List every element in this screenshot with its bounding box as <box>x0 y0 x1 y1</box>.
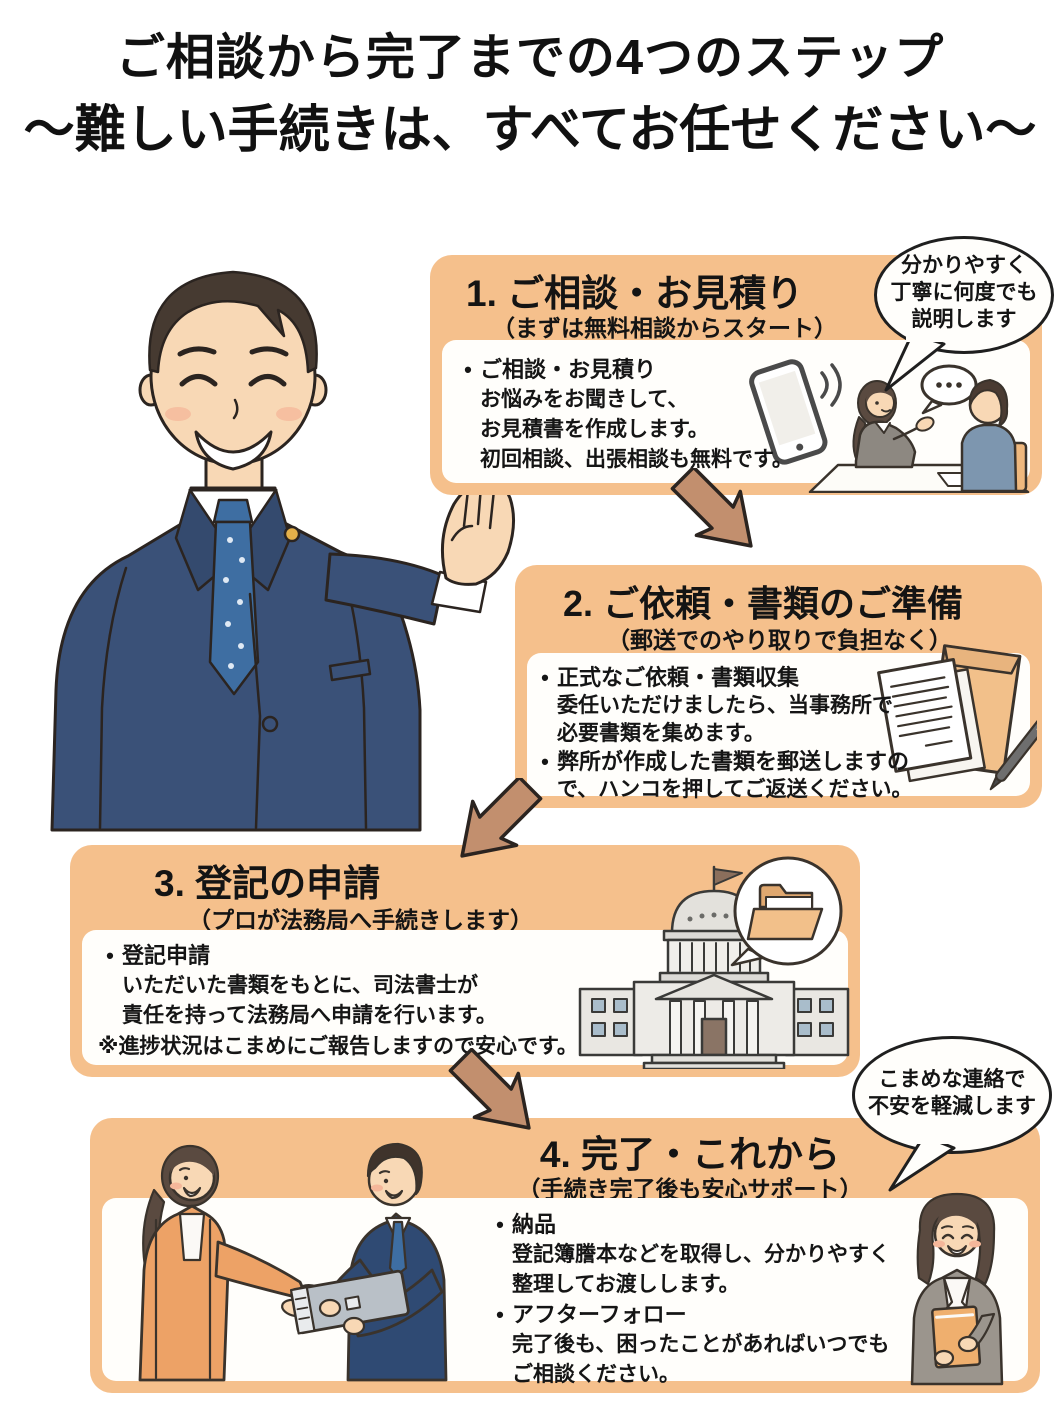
bullet-line: 初回相談、出張相談も無料です。 <box>480 448 793 471</box>
page-subtitle: ～難しい手続きは、すべてお任せください～ <box>23 101 1037 158</box>
folder-speech-bubble <box>730 856 843 967</box>
bullet-line: 必要書類を集めます。 <box>557 722 765 745</box>
bullet-line: お悩みをお聞きして、 <box>480 388 689 411</box>
step1-bubble-tail <box>884 332 946 392</box>
bubble-line: 分かりやすく <box>901 254 1027 277</box>
step4-subtitle: （手続き完了後も安心サポート） <box>517 1176 863 1202</box>
step2-bullets: •正式なご依頼・書類収集 委任いただけましたら、当事務所で 必要書類を集めます。… <box>533 664 913 804</box>
bullet-line: いただいた書類をもとに、司法書士が <box>122 974 478 997</box>
arrow-step3-to-step4 <box>448 1048 531 1130</box>
step1-speech-bubble: 分かりやすく 丁寧に何度でも 説明します <box>874 236 1054 354</box>
bullet-line: 登記簿謄本などを取得し、分かりやすく <box>512 1243 890 1266</box>
step4-title: 4. 完了・これから <box>539 1134 841 1175</box>
bullet-line: 責任を持って法務局へ申請を行います。 <box>122 1004 497 1027</box>
bullet-line: 完了後も、困ったことがあればいつでも <box>512 1333 890 1356</box>
phone-consultation-scene <box>749 359 1030 493</box>
bullet-icon: • <box>464 357 472 382</box>
step1-content-panel <box>442 340 1030 483</box>
bullet-head: •納品 <box>488 1210 890 1240</box>
step4-content-panel <box>102 1198 1028 1381</box>
step2-title: 2. ご依頼・書類のご準備 <box>563 583 964 624</box>
step2-box: 2. ご依頼・書類のご準備 （郵送でのやり取りで負担なく） •正式なご依頼・書類… <box>515 565 1042 808</box>
bullet-note: ※進捗状況はこまめにご報告しますので安心です。 <box>98 1035 578 1058</box>
step1-subtitle: （まずは無料相談からスタート） <box>492 315 837 341</box>
bullet-icon: • <box>496 1302 504 1327</box>
bubble-line: 不安を軽減します <box>868 1095 1036 1118</box>
staff-woman-holding-folder <box>910 1192 1004 1386</box>
bullet-head: •ご相談・お見積り <box>456 355 793 385</box>
bullet-icon: • <box>541 749 549 774</box>
bubble-line: こまめな連絡で <box>878 1068 1026 1091</box>
arrow-step1-to-step2 <box>670 468 753 548</box>
bullet-head: •弊所が作成した書類を郵送しますの <box>533 748 913 776</box>
law-bureau-building-illustration <box>578 865 850 1069</box>
bullet-icon: • <box>541 665 549 690</box>
bullet-head: •正式なご依頼・書類収集 <box>533 664 913 692</box>
bullet-line: ご相談ください。 <box>512 1363 680 1386</box>
step3-bullets: •登記申請 いただいた書類をもとに、司法書士が 責任を持って法務局へ申請を行いま… <box>98 941 578 1062</box>
step4-speech-bubble: こまめな連絡で 不安を軽減します <box>852 1036 1052 1154</box>
step1-bullets: •ご相談・お見積り お悩みをお聞きして、 お見積書を作成します。 初回相談、出張… <box>456 355 793 475</box>
step3-title: 3. 登記の申請 <box>154 863 381 904</box>
bullet-line: 整理してお渡しします。 <box>512 1273 740 1296</box>
smiling-consultant-man-illustration <box>50 270 515 832</box>
documents-envelope-pen-scene <box>877 644 1037 791</box>
folder-icon <box>746 883 824 941</box>
step1-title: 1. ご相談・お見積り <box>466 273 804 314</box>
bubble-line: 説明します <box>911 308 1017 331</box>
bullet-icon: • <box>106 943 114 968</box>
bullet-line: お見積書を作成します。 <box>480 418 709 441</box>
step4-bullets: •納品 登記簿謄本などを取得し、分かりやすく 整理してお渡しします。 •アフター… <box>488 1210 890 1390</box>
step3-box: 3. 登記の申請 （プロが法務局へ手続きします） •登記申請 いただいた書類をも… <box>70 845 860 1077</box>
binder-handover-scene <box>138 1142 448 1382</box>
step3-subtitle: （プロが法務局へ手続きします） <box>188 907 533 933</box>
bullet-icon: • <box>496 1212 504 1237</box>
bullet-line: 委任いただけましたら、当事務所で <box>557 694 893 717</box>
bubble-line: 丁寧に何度でも <box>890 281 1038 304</box>
arrow-step2-to-step3 <box>460 778 543 858</box>
bullet-head: •登記申請 <box>98 941 578 971</box>
step1-box: 1. ご相談・お見積り （まずは無料相談からスタート） •ご相談・お見積り お悩… <box>430 255 1042 495</box>
bullet-line: で、ハンコを押してご返送ください。 <box>557 778 913 801</box>
bullet-head: •アフターフォロー <box>488 1300 890 1330</box>
step4-box: 4. 完了・これから （手続き完了後も安心サポート） •納品 登記簿謄本などを取… <box>90 1118 1040 1393</box>
step2-subtitle: （郵送でのやり取りで負担なく） <box>607 627 952 653</box>
page-title: ご相談から完了までの4つのステップ <box>115 31 945 85</box>
step4-bubble-tail <box>888 1134 958 1192</box>
